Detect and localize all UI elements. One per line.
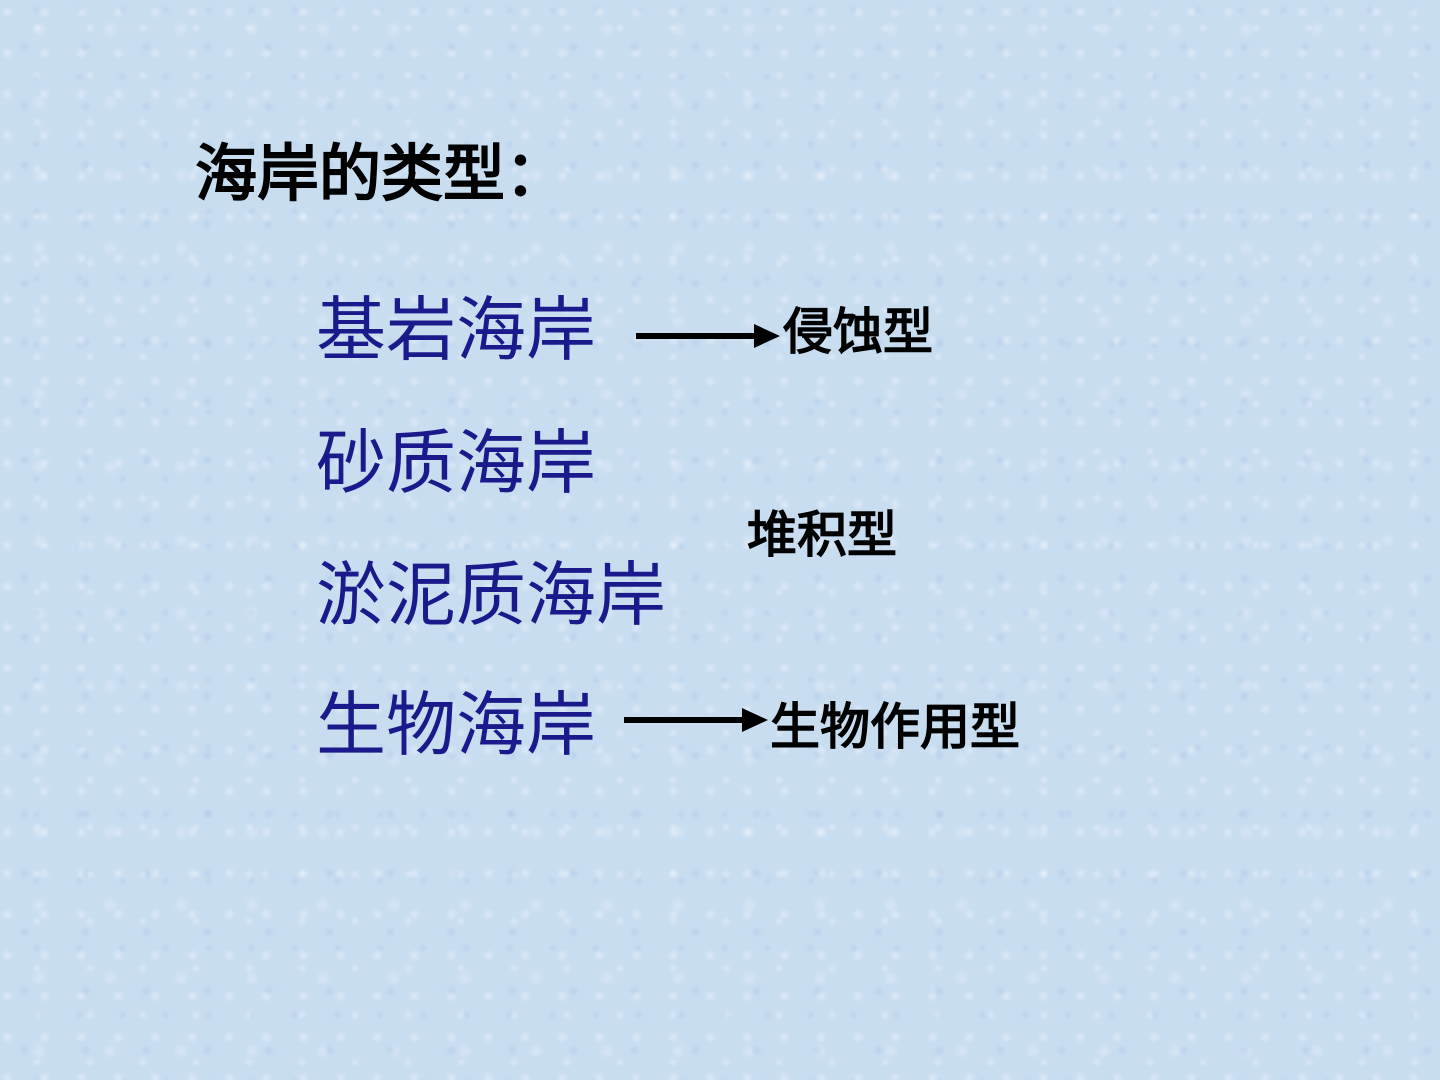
arrow-right-icon (624, 708, 768, 732)
coast-type-muddy: 淤泥质海岸 (316, 554, 666, 636)
coast-type-bedrock: 基岩海岸 (316, 289, 596, 371)
coast-type-biological: 生物海岸 (316, 684, 596, 766)
coast-type-sandy: 砂质海岸 (316, 422, 596, 504)
category-depositional: 堆积型 (747, 506, 897, 564)
category-biogenic: 生物作用型 (770, 698, 1020, 756)
category-erosional: 侵蚀型 (783, 303, 933, 361)
arrow-right-icon (636, 324, 780, 348)
slide-title: 海岸的类型： (195, 137, 568, 210)
